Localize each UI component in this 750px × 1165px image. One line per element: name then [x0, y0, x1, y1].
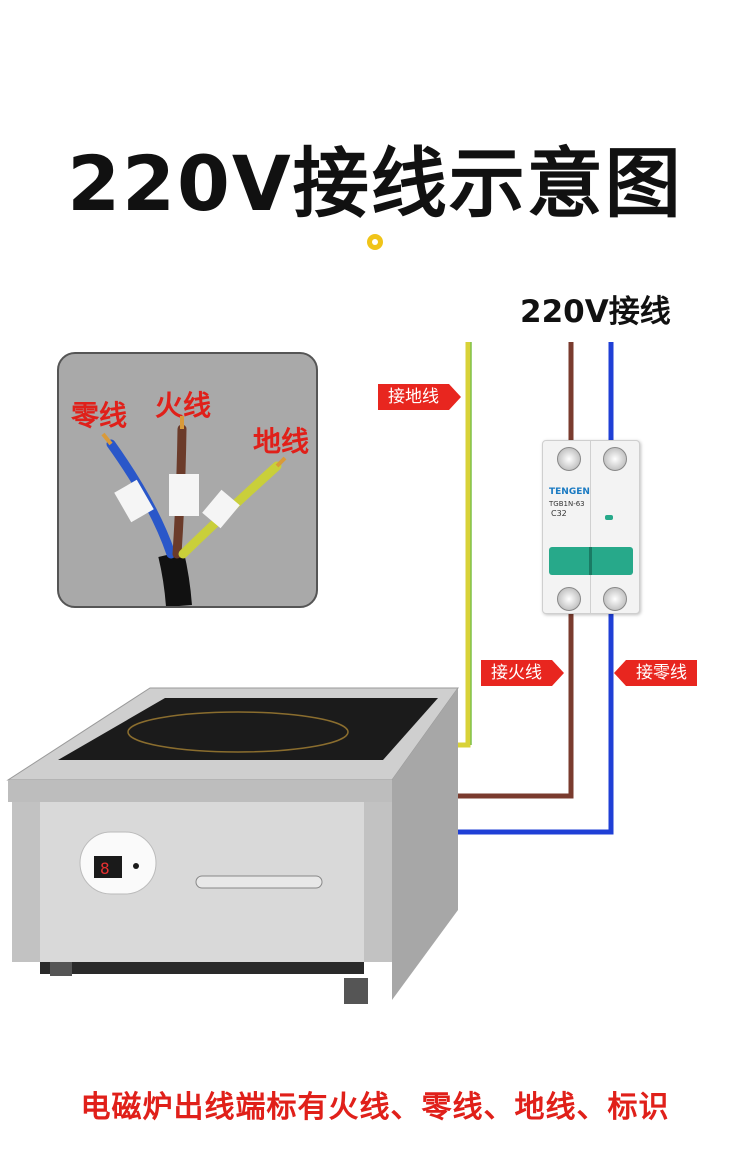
breaker-brand: TENGEN — [549, 487, 590, 497]
ground-wire — [455, 342, 471, 748]
drawer-handle — [195, 875, 323, 889]
title-dot-center — [372, 239, 378, 245]
neutral-tag: 接零线 — [614, 660, 697, 686]
screw-icon — [557, 587, 581, 611]
breaker-model: TGB1N-63 — [549, 500, 585, 508]
ground-tag: 接地线 — [378, 384, 461, 410]
inset-ground-label: 地线 — [253, 425, 310, 458]
live-tag: 接火线 — [481, 660, 564, 686]
cooker-foot — [50, 962, 72, 976]
cable-inset: 零线 火线 地线 — [57, 352, 318, 608]
digital-display — [94, 856, 122, 878]
induction-cooker: 8 — [6, 687, 459, 1004]
screw-icon — [603, 447, 627, 471]
inset-neutral-label: 零线 — [71, 399, 128, 432]
glass-plate — [58, 698, 438, 760]
wiring-subtitle: 220V接线 — [520, 294, 671, 330]
svg-text:8: 8 — [100, 859, 110, 878]
screw-icon — [557, 447, 581, 471]
breaker-indicator — [605, 515, 613, 520]
diagram-title: 220V接线示意图 — [67, 139, 683, 228]
cooker-foot — [344, 978, 368, 1004]
bottom-caption: 电磁炉出线端标有火线、零线、地线、标识 — [80, 1090, 670, 1125]
circuit-breaker: TENGEN TGB1N-63 C32 — [542, 440, 640, 614]
screw-icon — [603, 587, 627, 611]
cable-drawing — [101, 416, 287, 606]
breaker-rating: C32 — [551, 509, 567, 518]
